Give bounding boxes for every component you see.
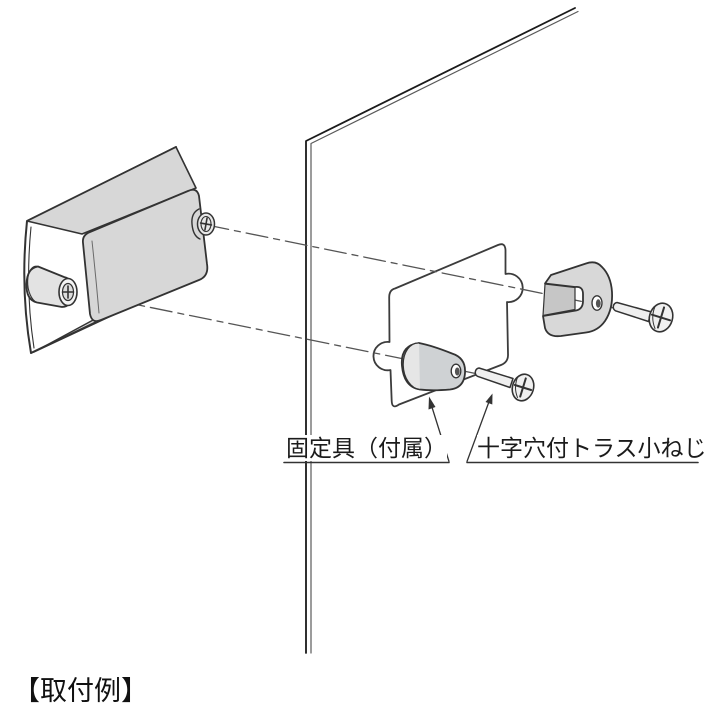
screw-upper (612, 301, 674, 333)
label-fixture: 固定具（付属） (286, 435, 447, 461)
centerline-top (206, 224, 615, 309)
caption-installation-example: 【取付例】 (13, 676, 148, 706)
leader-screw (466, 393, 493, 463)
wall-panel (305, 7, 579, 654)
fixture-clip (542, 261, 614, 338)
top-screw (191, 208, 216, 240)
screw-lower (474, 367, 535, 402)
label-screw: 十字穴付トラス小ねじ (477, 435, 707, 461)
cup-top-face (26, 146, 197, 235)
cup-back-face (81, 188, 209, 323)
handle-body-group (23, 146, 216, 354)
centerline-bottom (71, 290, 479, 375)
fixture-cylinder (400, 342, 466, 392)
boss-screw (25, 265, 78, 308)
